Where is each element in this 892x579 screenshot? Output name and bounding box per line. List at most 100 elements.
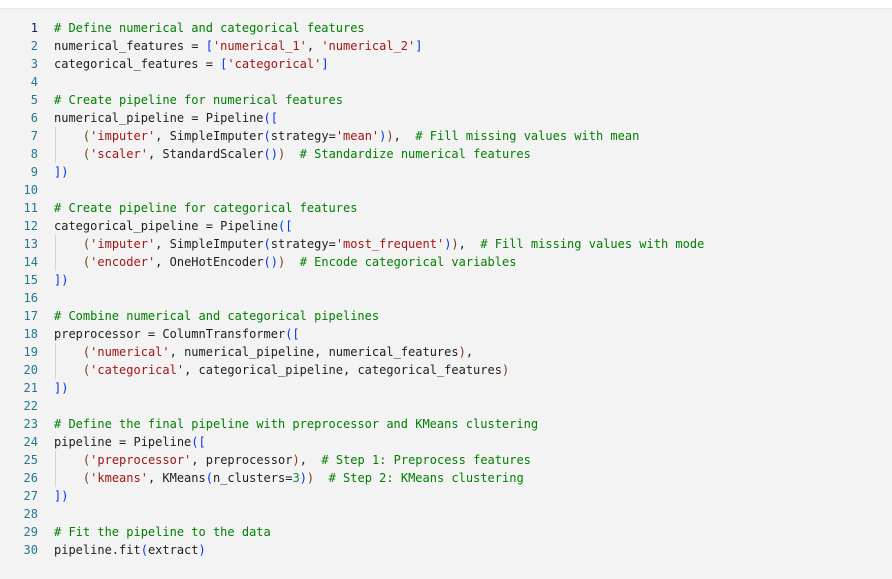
bracket-token: ( [263,237,271,251]
string-token: 'imputer' [90,237,156,251]
bracket-token: ]) [54,273,69,287]
string-token: 'numerical' [90,345,170,359]
code-token [54,129,83,143]
code-text: # Define numerical and categorical featu… [54,19,365,37]
indent-guide [55,127,56,145]
code-text: # Create pipeline for categorical featur… [54,199,357,217]
comment-token: # Step 1: Preprocess features [321,453,531,467]
bracket-token: ) [198,543,206,557]
comment-token: # Fill missing values with mean [415,129,640,143]
string-token: 'scaler' [90,147,148,161]
code-text: categorical_pipeline = Pipeline([ [54,217,292,235]
line-number: 10 [23,183,38,197]
code-token [314,471,328,485]
bracket-token: ( [82,237,91,251]
string-token: 'imputer' [90,129,156,143]
bracket-token: ) [451,237,459,251]
code-token: extract [147,543,199,557]
code-token: , [458,237,481,251]
bracket-token: ) [444,237,452,251]
number-token: 3 [292,471,300,485]
code-token: n_clusters= [212,471,293,485]
line-number: 26 [23,471,38,485]
string-token: 'categorical' [227,57,322,71]
comment-token: # Define numerical and categorical featu… [54,21,365,35]
bracket-token: ( [82,471,91,485]
code-text: pipeline = Pipeline([ [54,433,206,451]
bracket-token: ([ [285,327,300,341]
code-token: , SimpleImputer [155,129,264,143]
comment-token: # Standardize numerical features [299,147,531,161]
line-number: 15 [23,273,38,287]
bracket-token: [ [220,57,228,71]
code-token [285,255,299,269]
bracket-token: ( [82,345,91,359]
line-number: 14 [23,255,38,269]
indent-guide [55,469,56,487]
string-token: 'preprocessor' [90,453,192,467]
line-number: 22 [23,399,38,413]
comment-token: # Define the final pipeline with preproc… [54,417,539,431]
bracket-token: ) [278,255,286,269]
code-token: categorical_pipeline = Pipeline [54,219,278,233]
bracket-token: () [263,255,278,269]
code-token: , StandardScaler [147,147,264,161]
code-token: , [306,39,322,53]
line-number: 2 [30,39,38,53]
code-text: ('categorical', categorical_pipeline, ca… [54,361,509,379]
code-text: ('numerical', numerical_pipeline, numeri… [54,343,473,361]
line-number: 11 [23,201,38,215]
code-token: , [299,453,322,467]
code-text: numerical_pipeline = Pipeline([ [54,109,278,127]
line-number: 30 [23,543,38,557]
line-number: 19 [23,345,38,359]
code-text: ]) [54,487,68,505]
bracket-token: ] [415,39,423,53]
code-token [285,147,299,161]
code-editor[interactable]: 1# Define numerical and categorical feat… [0,8,892,579]
code-token [54,471,83,485]
bracket-token: ] [321,57,329,71]
code-token [54,255,83,269]
comment-token: # Create pipeline for categorical featur… [54,201,358,215]
code-text: # Combine numerical and categorical pipe… [54,307,379,325]
code-text: ('imputer', SimpleImputer(strategy='most… [54,235,704,253]
code-text: ('kmeans', KMeans(n_clusters=3)) # Step … [54,469,524,487]
code-token: preprocessor = ColumnTransformer [54,327,286,341]
string-token: 'mean' [335,129,380,143]
code-text: ('encoder', OneHotEncoder()) # Encode ca… [54,253,517,271]
code-text: pipeline.fit(extract) [54,541,206,559]
code-text: numerical_features = ['numerical_1', 'nu… [54,37,422,55]
line-number: 4 [30,75,38,89]
bracket-token: ) [501,363,510,377]
code-token: strategy= [270,237,336,251]
indent-guide [55,361,56,379]
indent-guide [55,235,56,253]
code-token: numerical_features = [54,39,206,53]
bracket-token: ([ [277,219,293,233]
bracket-token: ]) [54,489,69,503]
code-token: , preprocessor [191,453,293,467]
comment-token: # Fill missing values with mode [480,237,705,251]
code-token: categorical_features = [54,57,221,71]
bracket-token: ( [205,471,213,485]
indent-guide [55,253,56,271]
bracket-token: ) [386,129,394,143]
comment-token: # Step 2: KMeans clustering [328,471,524,485]
code-token: strategy= [270,129,336,143]
line-number: 23 [23,417,38,431]
string-token: 'most_frequent' [335,237,445,251]
code-token: , numerical_pipeline, numerical_features [169,345,459,359]
bracket-token: ) [292,453,300,467]
comment-token: # Fit the pipeline to the data [54,525,271,539]
line-number: 6 [30,111,38,125]
code-token: pipeline = Pipeline [54,435,192,449]
bracket-token: ]) [54,381,69,395]
comment-token: # Create pipeline for numerical features [54,93,343,107]
comment-token: # Combine numerical and categorical pipe… [54,309,380,323]
code-text: # Define the final pipeline with preproc… [54,415,538,433]
line-number: 13 [23,237,38,251]
code-token: , SimpleImputer [155,237,264,251]
string-token: 'categorical' [90,363,185,377]
bracket-token: ) [277,147,286,161]
